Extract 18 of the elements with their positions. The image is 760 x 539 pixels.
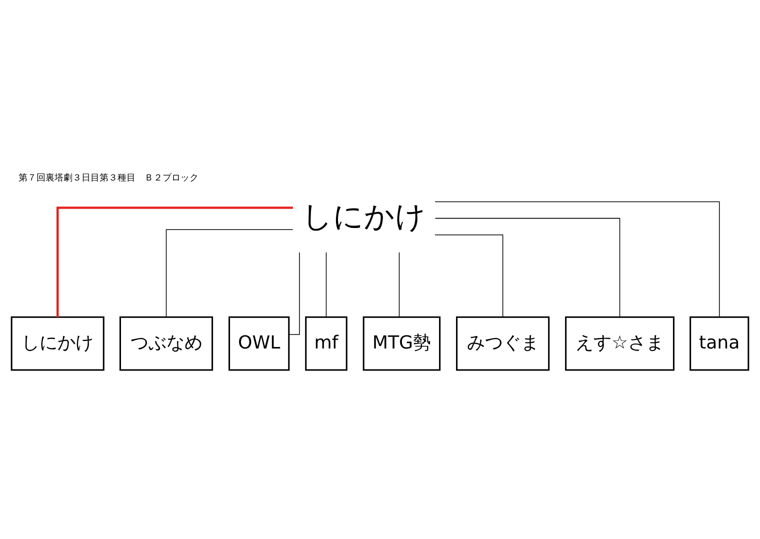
- node-box: mf: [305, 316, 348, 370]
- node-box: みつぐま: [456, 316, 550, 370]
- node-box: つぶなめ: [119, 316, 214, 370]
- node-box: しにかけ: [10, 316, 104, 370]
- connector: [326, 252, 327, 317]
- connector: [434, 200, 720, 317]
- connector: [398, 252, 400, 317]
- connector: [434, 234, 504, 317]
- connector: [166, 228, 294, 318]
- connector: [288, 252, 300, 334]
- node-box: OWL: [228, 316, 290, 370]
- connector: [56, 206, 293, 317]
- diagram-title: 第７回裏塔劇３日目第３種目 Ｂ２ブロック: [18, 172, 199, 183]
- node-box: MTG勢: [362, 316, 441, 370]
- connector: [434, 217, 620, 317]
- node-text: しにかけ: [302, 199, 426, 234]
- node-box: えす☆さま: [565, 316, 674, 370]
- node-box: tana: [690, 316, 750, 370]
